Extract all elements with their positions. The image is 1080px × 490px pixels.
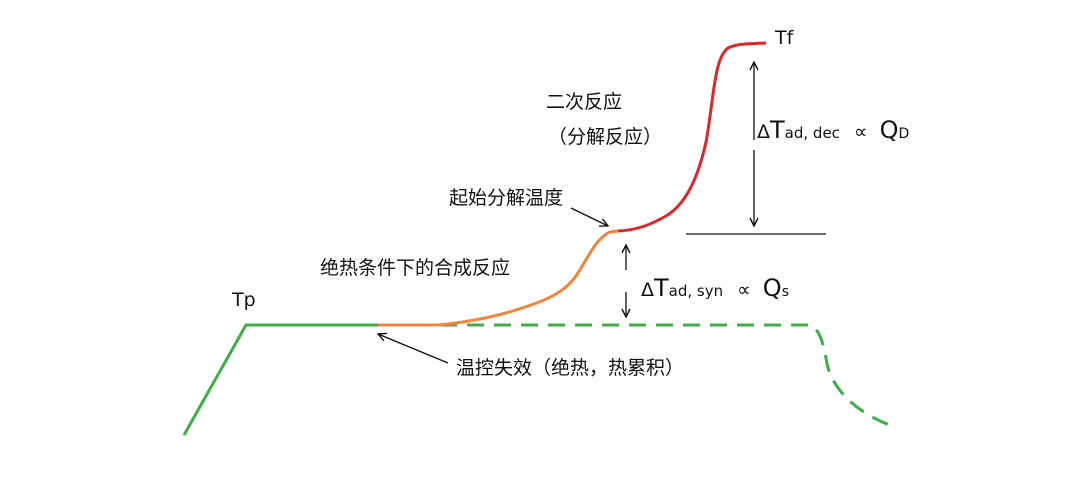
- tf-label: Tf: [775, 27, 794, 49]
- formula-subscript: ad, dec: [784, 124, 840, 142]
- formula-t: T: [770, 116, 785, 144]
- delta-symbol: Δ: [641, 279, 654, 301]
- cooling-failure-label: 温控失效（绝热，热累积）: [456, 357, 685, 379]
- tp-label: Tp: [232, 289, 256, 311]
- formula-t: T: [654, 274, 669, 302]
- delta-t-ad-syn-formula: ΔTad, syn ∝ Qs: [641, 276, 789, 300]
- secondary-reaction-label: 二次反应: [546, 91, 623, 113]
- proportional-symbol: ∝: [737, 279, 751, 301]
- process-temperature-ramp-line: [182, 323, 378, 436]
- cooling-failure-pointer: [378, 334, 449, 364]
- onset-decomposition-temperature-label: 起始分解温度: [449, 187, 564, 209]
- formula-q: Q: [762, 274, 782, 302]
- delta-t-ad-dec-formula: ΔTad, dec ∝ QD: [757, 118, 909, 142]
- decomposition-runaway-curve: [617, 41, 767, 233]
- adiabatic-synthesis-label: 绝热条件下的合成反应: [320, 257, 511, 279]
- formula-q-subscript: s: [781, 284, 789, 300]
- decomposition-reaction-label: （分解反应）: [548, 126, 663, 148]
- formula-subscript: ad, syn: [668, 282, 724, 300]
- normal-process-dashed-line: [440, 323, 893, 428]
- proportional-symbol: ∝: [853, 121, 868, 143]
- delta-symbol: Δ: [757, 121, 770, 143]
- formula-q: Q: [879, 116, 899, 144]
- formula-q-subscript: D: [898, 126, 910, 142]
- onset-temperature-pointer: [570, 207, 608, 226]
- adiabatic-synthesis-curve: [378, 229, 619, 327]
